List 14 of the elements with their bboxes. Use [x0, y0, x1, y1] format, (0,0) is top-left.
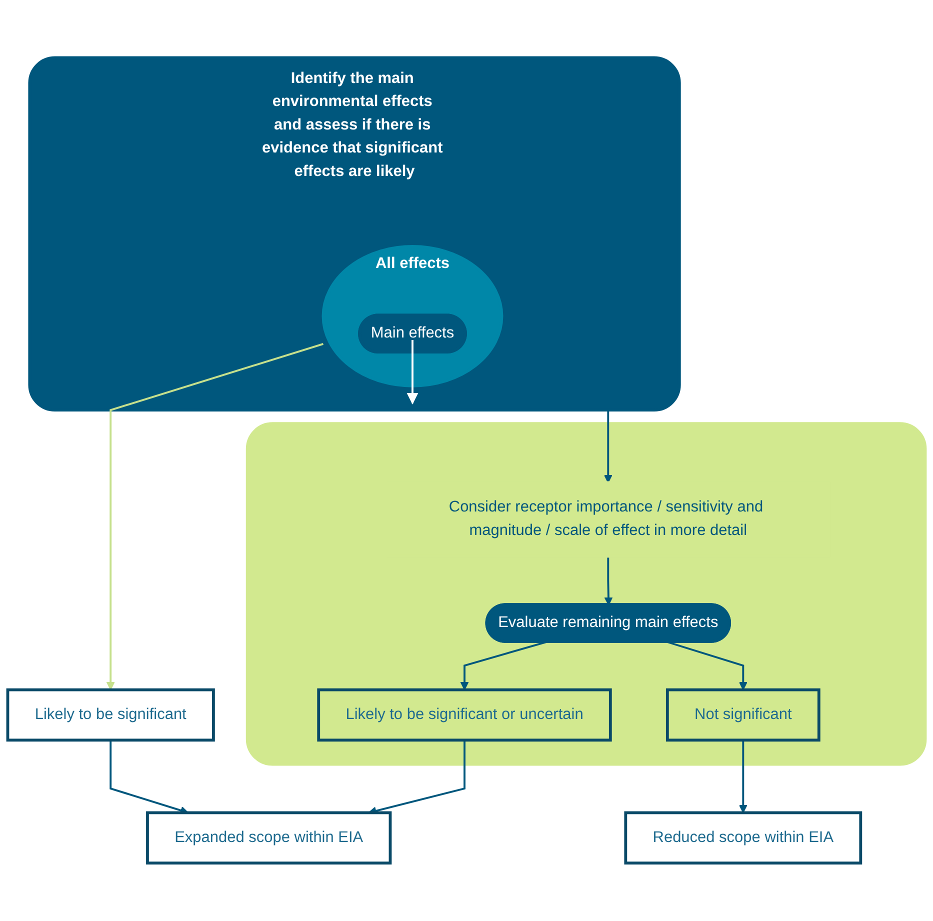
- node-box: Reduced scope within EIA: [624, 811, 862, 865]
- node-box: Expanded scope within EIA: [146, 811, 392, 865]
- node-box: Likely to be significant or uncertain: [317, 688, 612, 742]
- node-box: Likely to be significant: [6, 688, 215, 742]
- node-box: Not significant: [666, 688, 820, 742]
- arrow: [106, 343, 324, 690]
- arrow: [460, 641, 547, 690]
- cluster: [246, 422, 927, 766]
- arrow: [738, 740, 748, 814]
- node-text: Consider receptor importance / sensitivity and magnitude / scale of effect in more detail: [448, 499, 764, 539]
- arrow: [604, 556, 613, 606]
- arrow: [666, 641, 748, 690]
- arrow: [406, 340, 418, 405]
- arrow: [604, 410, 612, 484]
